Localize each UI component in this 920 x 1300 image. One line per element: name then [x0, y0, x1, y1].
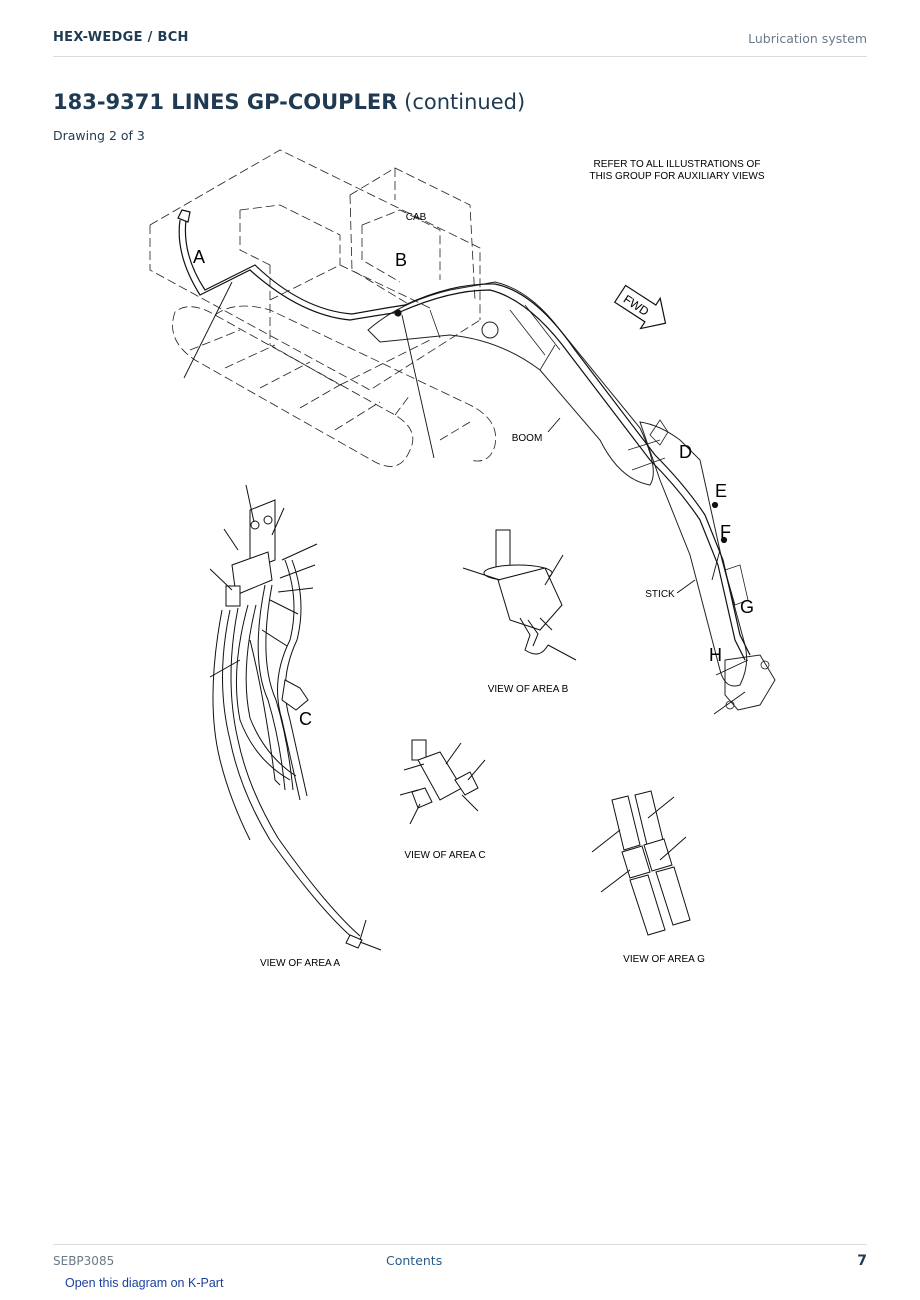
view-area-c-label: VIEW OF AREA C [404, 850, 485, 861]
callout-a: A [193, 247, 205, 267]
boom-label: BOOM [512, 433, 543, 444]
contents-link[interactable]: Contents [386, 1253, 443, 1268]
page-footer: SEBP3085 Contents 7 [53, 1244, 867, 1275]
callout-g: G [740, 597, 754, 617]
document-id: SEBP3085 [53, 1254, 115, 1268]
callout-letters: A B C D E F G H [193, 247, 754, 729]
area-g-detail [591, 790, 691, 936]
callout-h: H [709, 645, 722, 665]
section-name: Lubrication system [748, 31, 867, 46]
callout-d: D [679, 442, 692, 462]
page-number: 7 [857, 1253, 867, 1269]
stick-label: STICK [645, 589, 675, 600]
view-area-a-label: VIEW OF AREA A [260, 958, 340, 969]
auxiliary-note-line1: REFER TO ALL ILLUSTRATIONS OF [594, 159, 761, 170]
view-area-g-label: VIEW OF AREA G [623, 954, 705, 965]
view-area-b-label: VIEW OF AREA B [488, 684, 569, 695]
callout-c: C [299, 709, 312, 729]
callout-b: B [395, 250, 407, 270]
brand-title: HEX-WEDGE / BCH [53, 30, 189, 45]
title-main: 183-9371 LINES GP-COUPLER [53, 90, 398, 114]
excavator-outline [149, 149, 776, 711]
area-b-detail [462, 529, 577, 661]
leader-lines-main [183, 281, 749, 715]
area-a-detail [209, 484, 382, 951]
page-title: 183-9371 LINES GP-COUPLER (continued) [53, 90, 525, 114]
area-c-detail [399, 739, 486, 825]
cab-label: CAB [406, 212, 427, 223]
auxiliary-note-line2: THIS GROUP FOR AUXILIARY VIEWS [589, 171, 764, 182]
callout-e: E [715, 481, 727, 501]
page-header: HEX-WEDGE / BCH Lubrication system [53, 28, 867, 57]
parts-diagram: FWD REFER TO ALL ILLUSTRATIONS OF THIS G… [149, 149, 776, 969]
title-suffix: (continued) [397, 90, 526, 114]
open-kpart-link[interactable]: Open this diagram on K-Part [65, 1276, 224, 1290]
forward-arrow-icon: FWD [613, 284, 667, 330]
lube-hoses [177, 209, 751, 661]
callout-f: F [720, 522, 731, 542]
drawing-number: Drawing 2 of 3 [53, 128, 145, 143]
